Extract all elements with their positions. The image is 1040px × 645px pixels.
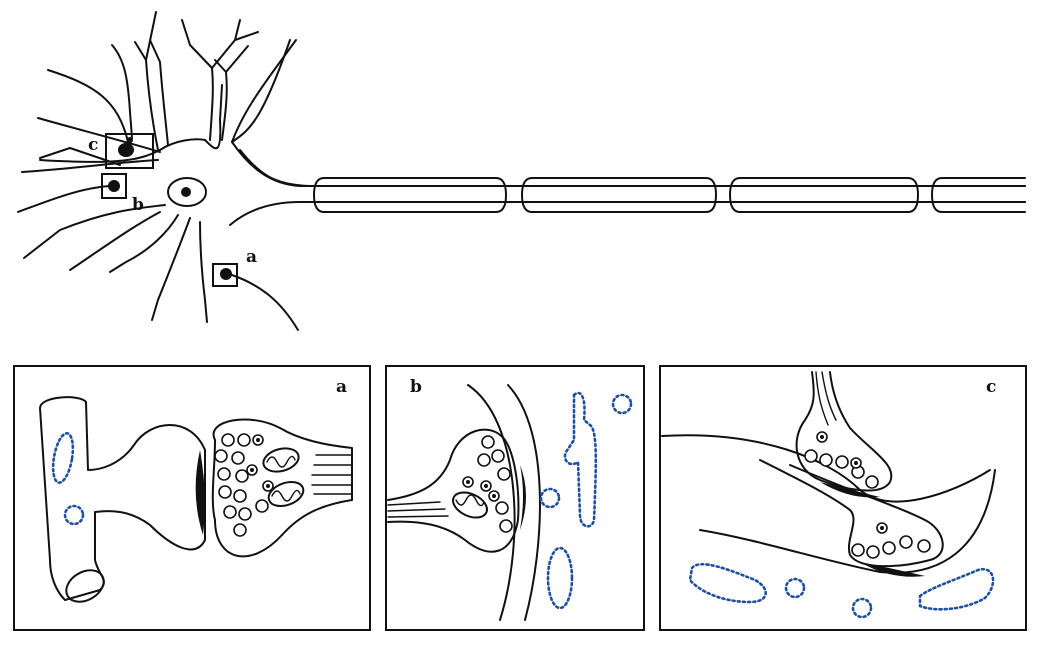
glial-cell-small bbox=[851, 597, 873, 619]
dendrite bbox=[134, 11, 169, 151]
glial-cell-small bbox=[611, 393, 633, 415]
mitochondrion bbox=[267, 480, 305, 508]
nucleus bbox=[167, 177, 207, 207]
terminal-a bbox=[220, 268, 232, 280]
box-b-frame bbox=[101, 173, 127, 199]
incoming-axon-c2 bbox=[111, 44, 133, 139]
box-b-label: b bbox=[132, 195, 144, 215]
myelin-sheath bbox=[313, 177, 507, 213]
panel-c-label: c bbox=[986, 377, 996, 397]
dendrite-spine bbox=[39, 396, 206, 601]
postsynaptic-density bbox=[860, 562, 925, 577]
terminal-b bbox=[108, 180, 120, 192]
box-c-label: c bbox=[88, 135, 98, 155]
nucleolus bbox=[181, 187, 191, 197]
dendrite-membrane bbox=[467, 384, 516, 621]
dendrite bbox=[109, 214, 208, 323]
postsynaptic-density bbox=[195, 450, 205, 535]
synaptic-vesicles bbox=[851, 522, 931, 559]
myelin-sheath bbox=[521, 177, 717, 213]
terminal-c bbox=[118, 143, 134, 157]
axon-terminal-lower bbox=[759, 459, 944, 568]
postsynaptic-density bbox=[820, 482, 880, 498]
glial-cell-small bbox=[539, 487, 561, 509]
box-a-label: a bbox=[246, 247, 257, 267]
neuron: c b a bbox=[17, 11, 1026, 331]
dendrite bbox=[23, 204, 166, 271]
glial-cell-small bbox=[784, 577, 806, 599]
panel-a-label: a bbox=[336, 377, 347, 397]
panel-a-frame bbox=[13, 365, 371, 631]
axon-fibers bbox=[311, 454, 353, 495]
mitochondrion bbox=[452, 491, 488, 519]
myelin-sheath bbox=[931, 177, 1026, 213]
axon-terminal-upper bbox=[795, 371, 893, 492]
synaptic-vesicles bbox=[462, 435, 513, 533]
panel-a: a bbox=[13, 365, 371, 631]
synaptic-vesicles bbox=[804, 431, 879, 489]
glial-cell-outline bbox=[51, 432, 75, 484]
panel-c-frame bbox=[659, 365, 1027, 631]
incoming-axon-a bbox=[231, 274, 299, 331]
panel-b-frame bbox=[385, 365, 645, 631]
dendrite bbox=[181, 19, 259, 141]
glial-cell-small bbox=[63, 504, 85, 526]
glial-cell-outline bbox=[688, 563, 767, 604]
axon-fibers bbox=[387, 501, 449, 518]
dendrite-membrane-outer bbox=[699, 469, 996, 574]
dendrite-membrane bbox=[661, 434, 991, 503]
dendrite bbox=[231, 39, 297, 143]
dendrite-membrane-outer bbox=[507, 384, 541, 621]
glial-cell-outline bbox=[918, 567, 995, 611]
axon-upper-line bbox=[231, 141, 1026, 187]
incoming-axon-c bbox=[47, 69, 129, 143]
soma-outline bbox=[39, 39, 311, 187]
box-c-frame bbox=[105, 133, 154, 169]
postsynaptic-density bbox=[520, 465, 526, 530]
dendrite-base-end bbox=[65, 569, 105, 603]
dendrite bbox=[21, 117, 161, 173]
incoming-axon-b bbox=[17, 185, 111, 213]
myelin-sheath bbox=[729, 177, 919, 213]
panel-c: c bbox=[659, 365, 1027, 631]
mitochondrion bbox=[262, 447, 300, 473]
axon-lower-line bbox=[229, 201, 1026, 226]
axon-terminal bbox=[211, 418, 353, 558]
panel-b-label: b bbox=[410, 377, 422, 397]
synaptic-vesicles bbox=[214, 433, 274, 537]
glial-cell-outline bbox=[546, 546, 574, 610]
panel-b: b bbox=[385, 365, 645, 631]
axon-terminal bbox=[387, 428, 520, 553]
box-a-frame bbox=[212, 263, 238, 287]
glial-cell-outline bbox=[563, 391, 598, 528]
dendrite bbox=[214, 45, 249, 141]
